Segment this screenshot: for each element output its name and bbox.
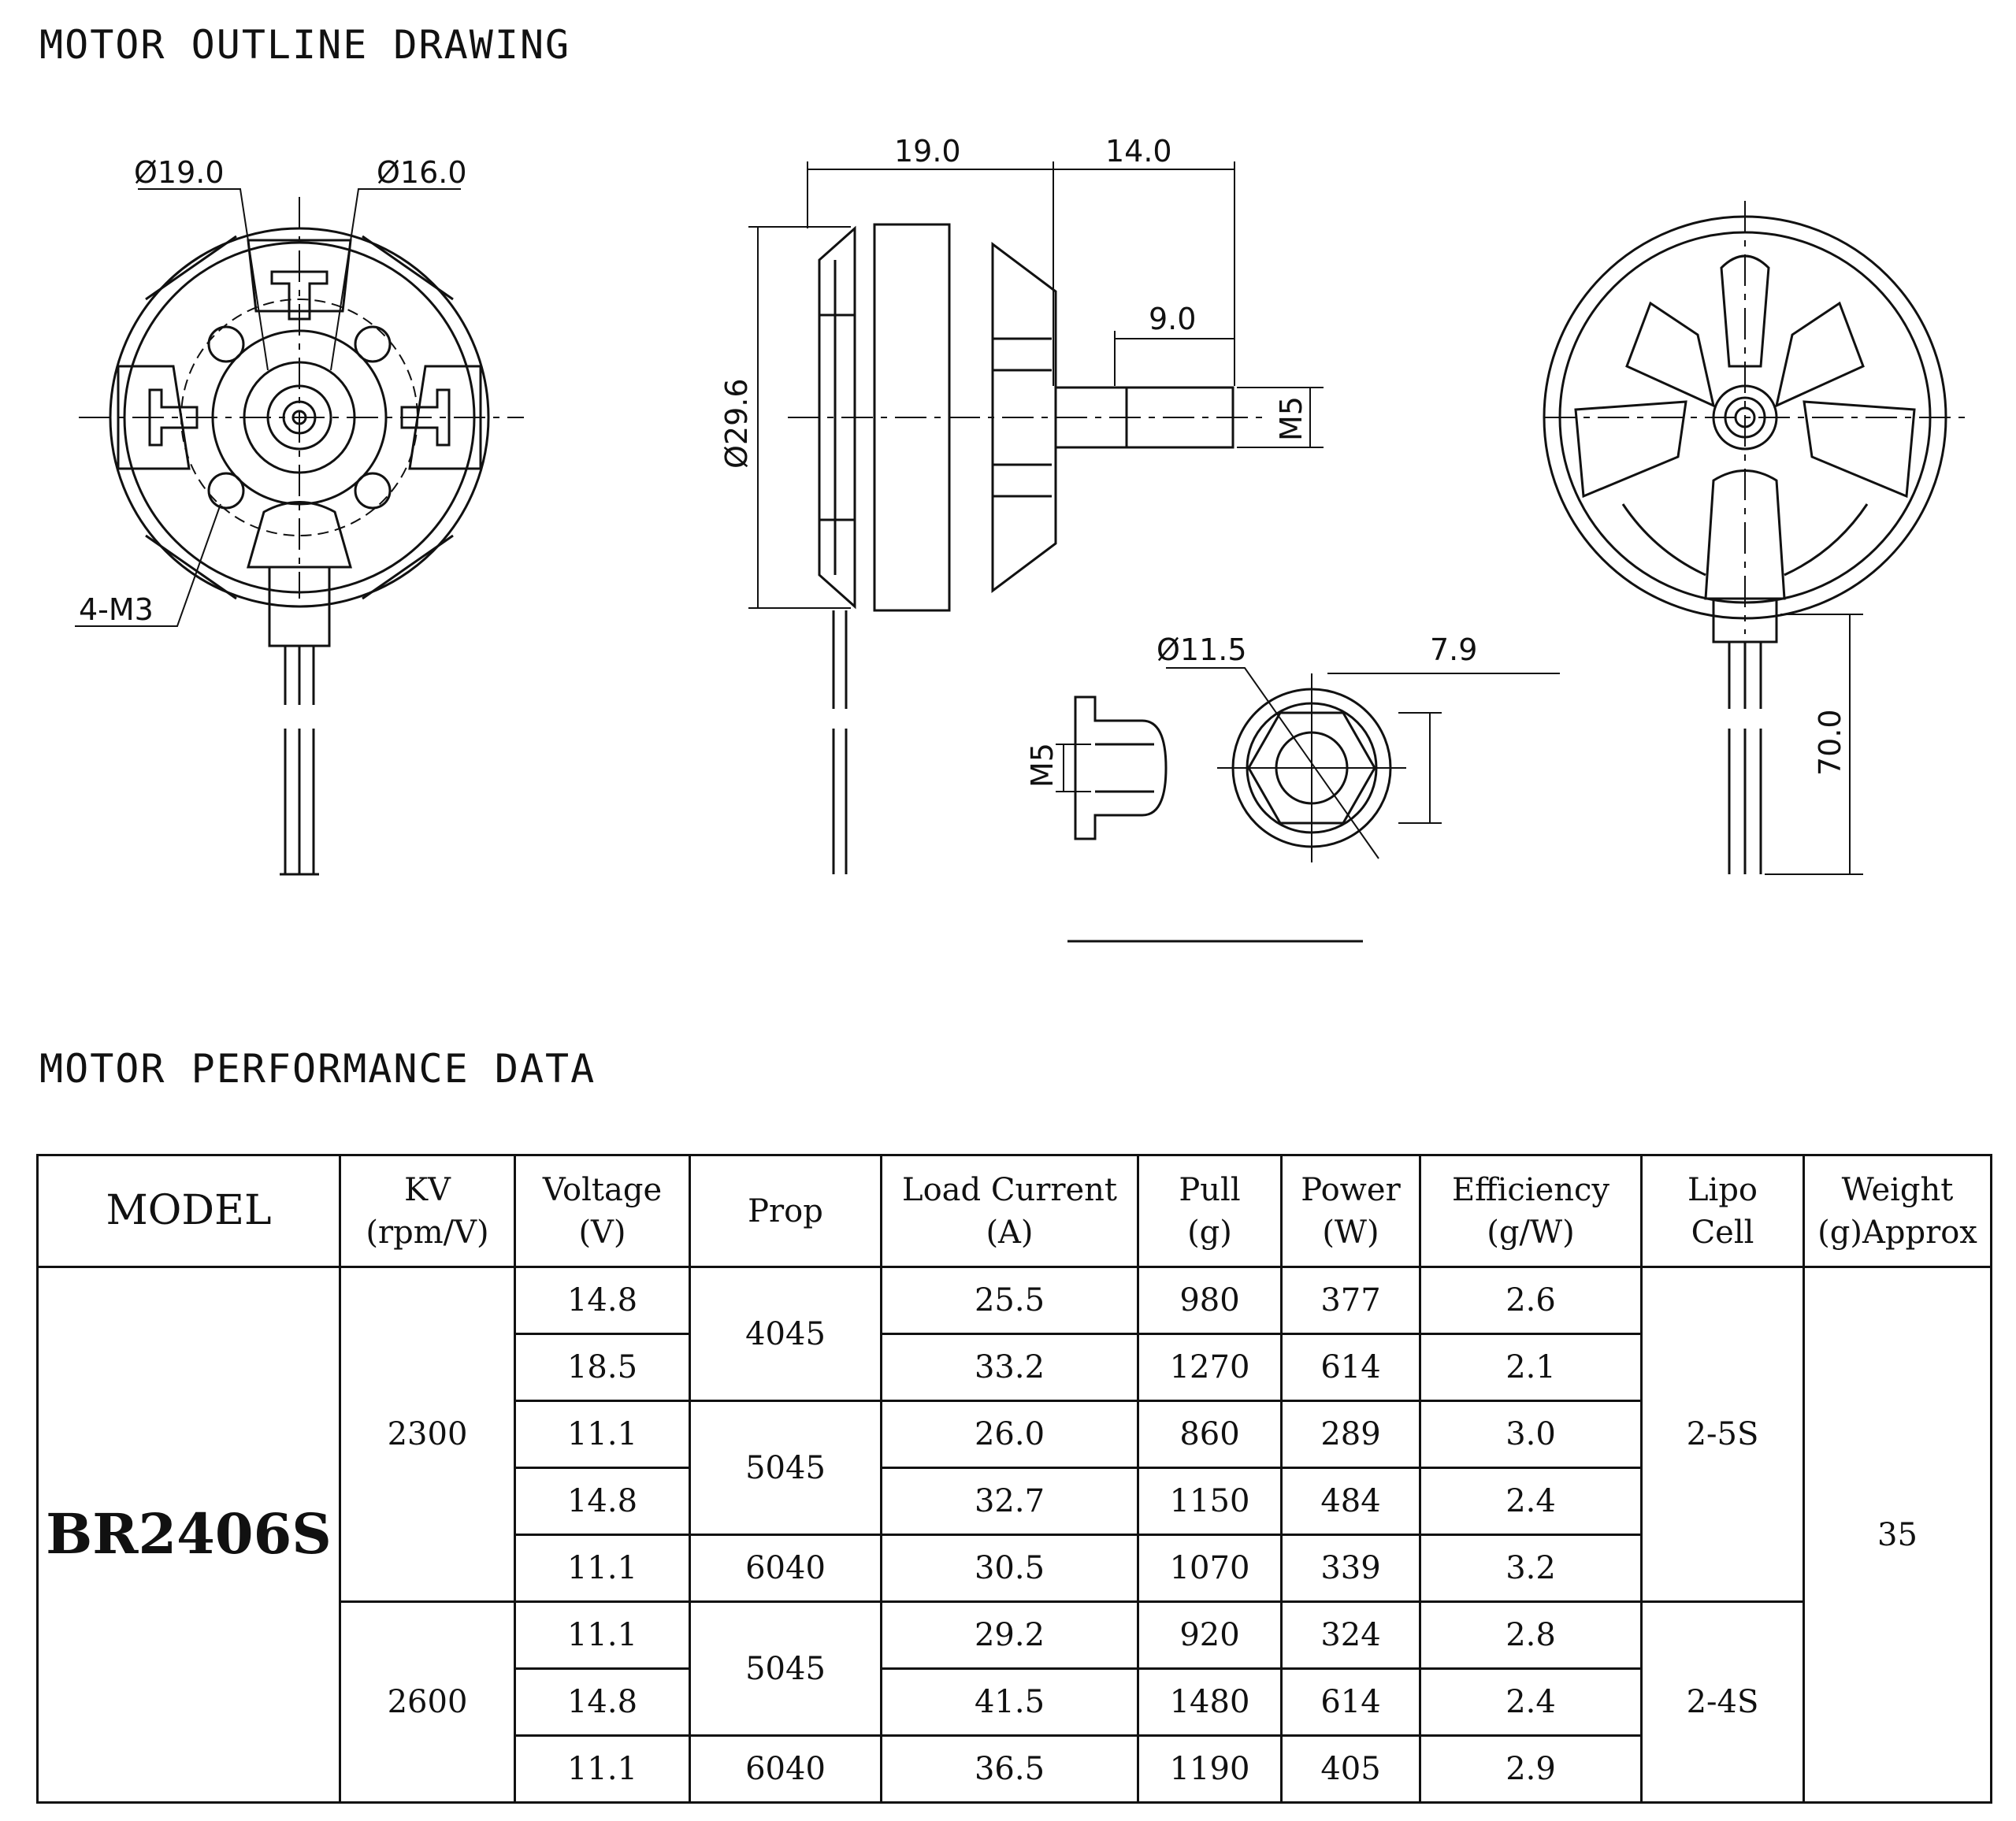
weight-cell: 35: [1803, 1266, 1992, 1804]
dim-nut-thread: M5: [1025, 743, 1060, 788]
voltage-cell: 14.8: [514, 1266, 691, 1335]
header-model: MODEL: [36, 1154, 341, 1268]
efficiency-cell: 2.1: [1419, 1333, 1643, 1402]
dim-side-diameter: Ø29.6: [719, 378, 754, 469]
efficiency-cell: 3.0: [1419, 1400, 1643, 1469]
table-row: 11.1 6040 36.5 1190 405 2.9: [38, 1734, 1992, 1804]
header-kv: KV(rpm/V): [339, 1154, 516, 1268]
table-row: 14.8 32.7 1150 484 2.4: [38, 1467, 1992, 1536]
kv-cell: 2600: [339, 1600, 516, 1804]
efficiency-cell: 3.2: [1419, 1534, 1643, 1603]
power-cell: 614: [1280, 1667, 1421, 1737]
dim-front-inner-diameter: Ø16.0: [377, 155, 467, 190]
efficiency-cell: 2.8: [1419, 1600, 1643, 1670]
dim-front-mount-holes: 4-M3: [79, 592, 154, 627]
pull-cell: 980: [1137, 1266, 1283, 1335]
current-cell: 41.5: [880, 1667, 1139, 1737]
power-cell: 377: [1280, 1266, 1421, 1335]
current-cell: 25.5: [880, 1266, 1139, 1335]
front-view: [75, 188, 524, 876]
header-load-current: Load Current(A): [880, 1154, 1139, 1268]
pull-cell: 1070: [1137, 1534, 1283, 1603]
header-voltage: Voltage(V): [514, 1154, 691, 1268]
voltage-cell: 14.8: [514, 1667, 691, 1737]
current-cell: 30.5: [880, 1534, 1139, 1603]
pull-cell: 1150: [1137, 1467, 1283, 1536]
dim-nut-diameter: Ø11.5: [1157, 632, 1247, 667]
pull-cell: 920: [1137, 1600, 1283, 1670]
header-pull: Pull(g): [1137, 1154, 1283, 1268]
efficiency-cell: 2.4: [1419, 1467, 1643, 1536]
dim-nut-height: 7.9: [1430, 632, 1477, 667]
header-prop: Prop: [689, 1154, 882, 1268]
table-header-row: MODEL KV(rpm/V) Voltage(V) Prop Load Cur…: [36, 1154, 1992, 1268]
table-row: 18.5 33.2 1270 614 2.1: [38, 1333, 1992, 1402]
voltage-cell: 11.1: [514, 1600, 691, 1670]
dim-side-body-length: 19.0: [894, 134, 961, 169]
drawing-section-title: MOTOR OUTLINE DRAWING: [39, 22, 571, 68]
voltage-cell: 11.1: [514, 1400, 691, 1469]
power-cell: 484: [1280, 1467, 1421, 1536]
power-cell: 339: [1280, 1534, 1421, 1603]
header-weight: Weight(g)Approx: [1803, 1154, 1992, 1268]
prop-cell: 4045: [689, 1266, 882, 1402]
voltage-cell: 14.8: [514, 1467, 691, 1536]
power-cell: 614: [1280, 1333, 1421, 1402]
header-power: Power(W): [1280, 1154, 1421, 1268]
performance-table: MODEL KV(rpm/V) Voltage(V) Prop Load Cur…: [36, 1154, 1992, 1804]
efficiency-cell: 2.6: [1419, 1266, 1643, 1335]
dim-front-outer-diameter: Ø19.0: [134, 155, 225, 190]
performance-section-title: MOTOR PERFORMANCE DATA: [39, 1046, 596, 1092]
current-cell: 29.2: [880, 1600, 1139, 1670]
power-cell: 324: [1280, 1600, 1421, 1670]
voltage-cell: 11.1: [514, 1534, 691, 1603]
table-row: BR2406S 2300 14.8 4045 25.5 980 377 2.6 …: [36, 1266, 1992, 1804]
voltage-cell: 11.1: [514, 1734, 691, 1804]
table-row: 11.1 6040 30.5 1070 339 3.2: [38, 1534, 1992, 1603]
efficiency-cell: 2.9: [1419, 1734, 1643, 1804]
dim-lead-length: 70.0: [1813, 709, 1847, 776]
efficiency-cell: 2.4: [1419, 1667, 1643, 1737]
side-view: [748, 161, 1324, 874]
kv-cell: 2300: [339, 1266, 516, 1603]
dim-side-shaft-thread: M5: [1274, 396, 1309, 441]
current-cell: 36.5: [880, 1734, 1139, 1804]
dim-side-shaft-total: 14.0: [1105, 134, 1172, 169]
header-efficiency: Efficiency(g/W): [1419, 1154, 1643, 1268]
current-cell: 32.7: [880, 1467, 1139, 1536]
pull-cell: 1480: [1137, 1667, 1283, 1737]
prop-cell: 6040: [689, 1734, 882, 1804]
lipo-cell: 2-4S: [1640, 1600, 1805, 1804]
model-cell: BR2406S: [36, 1266, 341, 1804]
rear-view: [1543, 201, 1970, 875]
voltage-cell: 18.5: [514, 1333, 691, 1402]
prop-cell: 6040: [689, 1534, 882, 1603]
power-cell: 405: [1280, 1734, 1421, 1804]
table-row: 11.1 5045 26.0 860 289 3.0: [38, 1400, 1992, 1536]
current-cell: 33.2: [880, 1333, 1139, 1402]
prop-cell: 5045: [689, 1600, 882, 1737]
pull-cell: 1270: [1137, 1333, 1283, 1402]
lipo-cell: 2-5S: [1640, 1266, 1805, 1603]
dim-side-shaft-length: 9.0: [1149, 302, 1196, 336]
motor-outline-drawing: Ø19.0 Ø16.0 4-M3 19.0 14.0 9.0 Ø29.6 M5 …: [75, 134, 1970, 943]
current-cell: 26.0: [880, 1400, 1139, 1469]
prop-cell: 5045: [689, 1400, 882, 1536]
power-cell: 289: [1280, 1400, 1421, 1469]
table-row: 14.8 41.5 1480 614 2.4: [38, 1667, 1992, 1737]
pull-cell: 860: [1137, 1400, 1283, 1469]
nut-views: [1056, 667, 1560, 943]
table-row: 2600 11.1 5045 29.2 920 324 2.8 2-4S: [38, 1600, 1992, 1804]
pull-cell: 1190: [1137, 1734, 1283, 1804]
